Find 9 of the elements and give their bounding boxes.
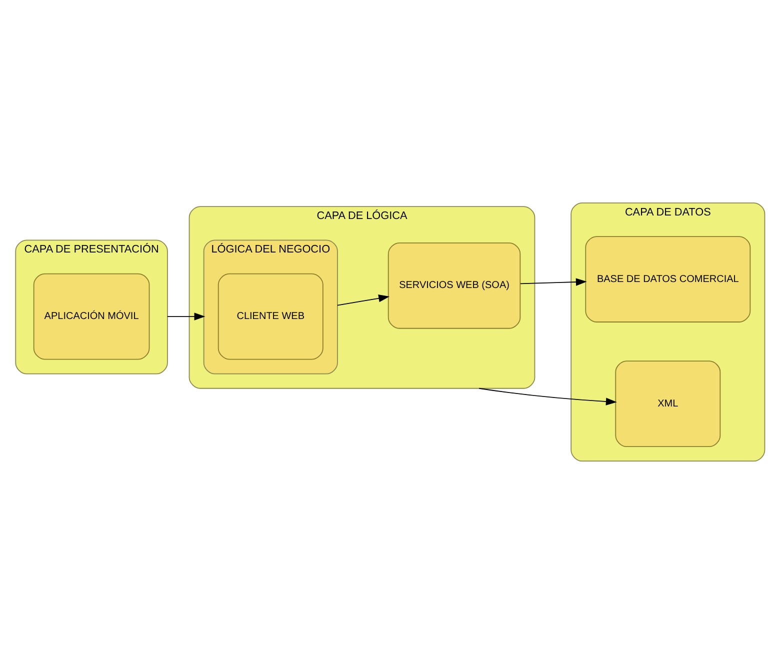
node-box: CLIENTE WEB [218,272,324,360]
arrow [520,278,587,286]
arrow [167,312,206,320]
arrow [337,294,390,306]
node-box: APLICACIÓN MÓVIL [33,272,150,360]
node-box: SERVICIOS WEB (SOA) [388,242,521,328]
node-box: BASE DE DATOS COMERCIAL [585,236,751,322]
arrow [478,387,617,405]
node-box: XML [615,360,721,446]
